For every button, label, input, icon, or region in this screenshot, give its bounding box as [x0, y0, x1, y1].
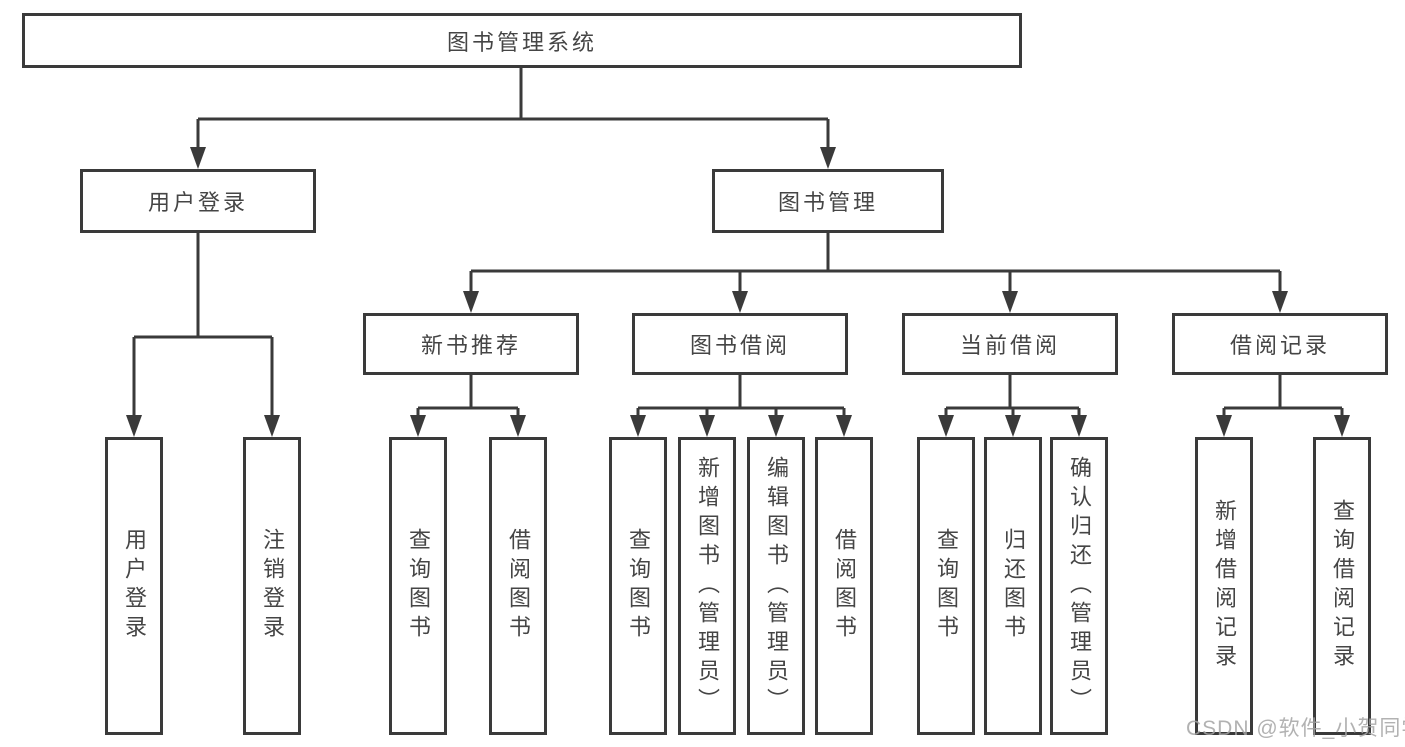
- connector-bookmgmt-to-level2: [469, 233, 1282, 296]
- node-label: 查询图书: [934, 528, 959, 644]
- node-label: 查询图书: [406, 528, 431, 644]
- connector-borrowrecord-to-leaves: [1222, 375, 1344, 420]
- connector-userlogin-to-leaves: [132, 233, 274, 420]
- leaf-user-login: 用户登录: [105, 437, 163, 735]
- node-root-system: 图书管理系统: [22, 13, 1022, 68]
- arrowhead-icon: [463, 291, 479, 313]
- node-borrow-record: 借阅记录: [1172, 313, 1388, 375]
- node-book-borrow: 图书借阅: [632, 313, 848, 375]
- node-label: 用户登录: [122, 528, 147, 644]
- node-label: 新书推荐: [420, 333, 521, 358]
- arrowhead-icon: [190, 147, 206, 169]
- node-label: 当前借阅: [959, 333, 1060, 358]
- arrowhead-icon: [768, 415, 784, 437]
- leaf-borrow-book: 借阅图书: [489, 437, 547, 735]
- arrowhead-icon: [699, 415, 715, 437]
- arrowhead-icon: [836, 415, 852, 437]
- leaf-query-book: 查询图书: [917, 437, 975, 735]
- node-label: 用户登录: [147, 190, 248, 215]
- connector-root-to-level1: [196, 68, 830, 152]
- csdn-watermark: CSDN @软件_小贺同学: [1186, 717, 1405, 740]
- node-book-management: 图书管理: [712, 169, 944, 233]
- arrowhead-icon: [264, 415, 280, 437]
- node-label: 图书管理系统: [446, 29, 597, 55]
- leaf-add-borrow-record: 新增借阅记录: [1195, 437, 1253, 735]
- arrowhead-icon: [126, 415, 142, 437]
- node-label: 确认归还（管理员）: [1067, 455, 1092, 717]
- leaf-add-book-admin: 新增图书（管理员）: [678, 437, 736, 735]
- node-label: 图书管理: [777, 190, 878, 215]
- arrowhead-icon: [1272, 291, 1288, 313]
- arrowhead-icon: [1216, 415, 1232, 437]
- arrowheads: [126, 147, 1350, 437]
- node-label: 借阅记录: [1229, 333, 1330, 358]
- leaf-query-book: 查询图书: [389, 437, 447, 735]
- arrowhead-icon: [732, 291, 748, 313]
- node-label: 借阅图书: [832, 528, 857, 644]
- leaf-logout: 注销登录: [243, 437, 301, 735]
- node-label: 图书借阅: [689, 333, 790, 358]
- connector-currentborrow-to-leaves: [944, 375, 1081, 420]
- node-label: 借阅图书: [506, 528, 531, 644]
- leaf-borrow-book: 借阅图书: [815, 437, 873, 735]
- leaf-query-borrow-record: 查询借阅记录: [1313, 437, 1371, 735]
- leaf-confirm-return-admin: 确认归还（管理员）: [1050, 437, 1108, 735]
- node-label: 新增图书（管理员）: [695, 455, 720, 717]
- node-label: 查询借阅记录: [1330, 499, 1355, 673]
- leaf-edit-book-admin: 编辑图书（管理员）: [747, 437, 805, 735]
- connector-newbook-to-leaves: [416, 375, 520, 420]
- node-label: 编辑图书（管理员）: [764, 455, 789, 717]
- node-label: 新增借阅记录: [1212, 499, 1237, 673]
- node-label: 归还图书: [1001, 528, 1026, 644]
- arrowhead-icon: [1334, 415, 1350, 437]
- node-current-borrow: 当前借阅: [902, 313, 1118, 375]
- arrowhead-icon: [1002, 291, 1018, 313]
- arrowhead-icon: [410, 415, 426, 437]
- node-label: 注销登录: [260, 528, 285, 644]
- arrowhead-icon: [820, 147, 836, 169]
- arrowhead-icon: [1005, 415, 1021, 437]
- arrowhead-icon: [630, 415, 646, 437]
- node-label: 查询图书: [626, 528, 651, 644]
- arrowhead-icon: [1071, 415, 1087, 437]
- node-user-login: 用户登录: [80, 169, 316, 233]
- connector-bookborrow-to-leaves: [636, 375, 846, 420]
- leaf-query-book: 查询图书: [609, 437, 667, 735]
- arrowhead-icon: [938, 415, 954, 437]
- node-new-book-recommend: 新书推荐: [363, 313, 579, 375]
- arrowhead-icon: [510, 415, 526, 437]
- leaf-return-book: 归还图书: [984, 437, 1042, 735]
